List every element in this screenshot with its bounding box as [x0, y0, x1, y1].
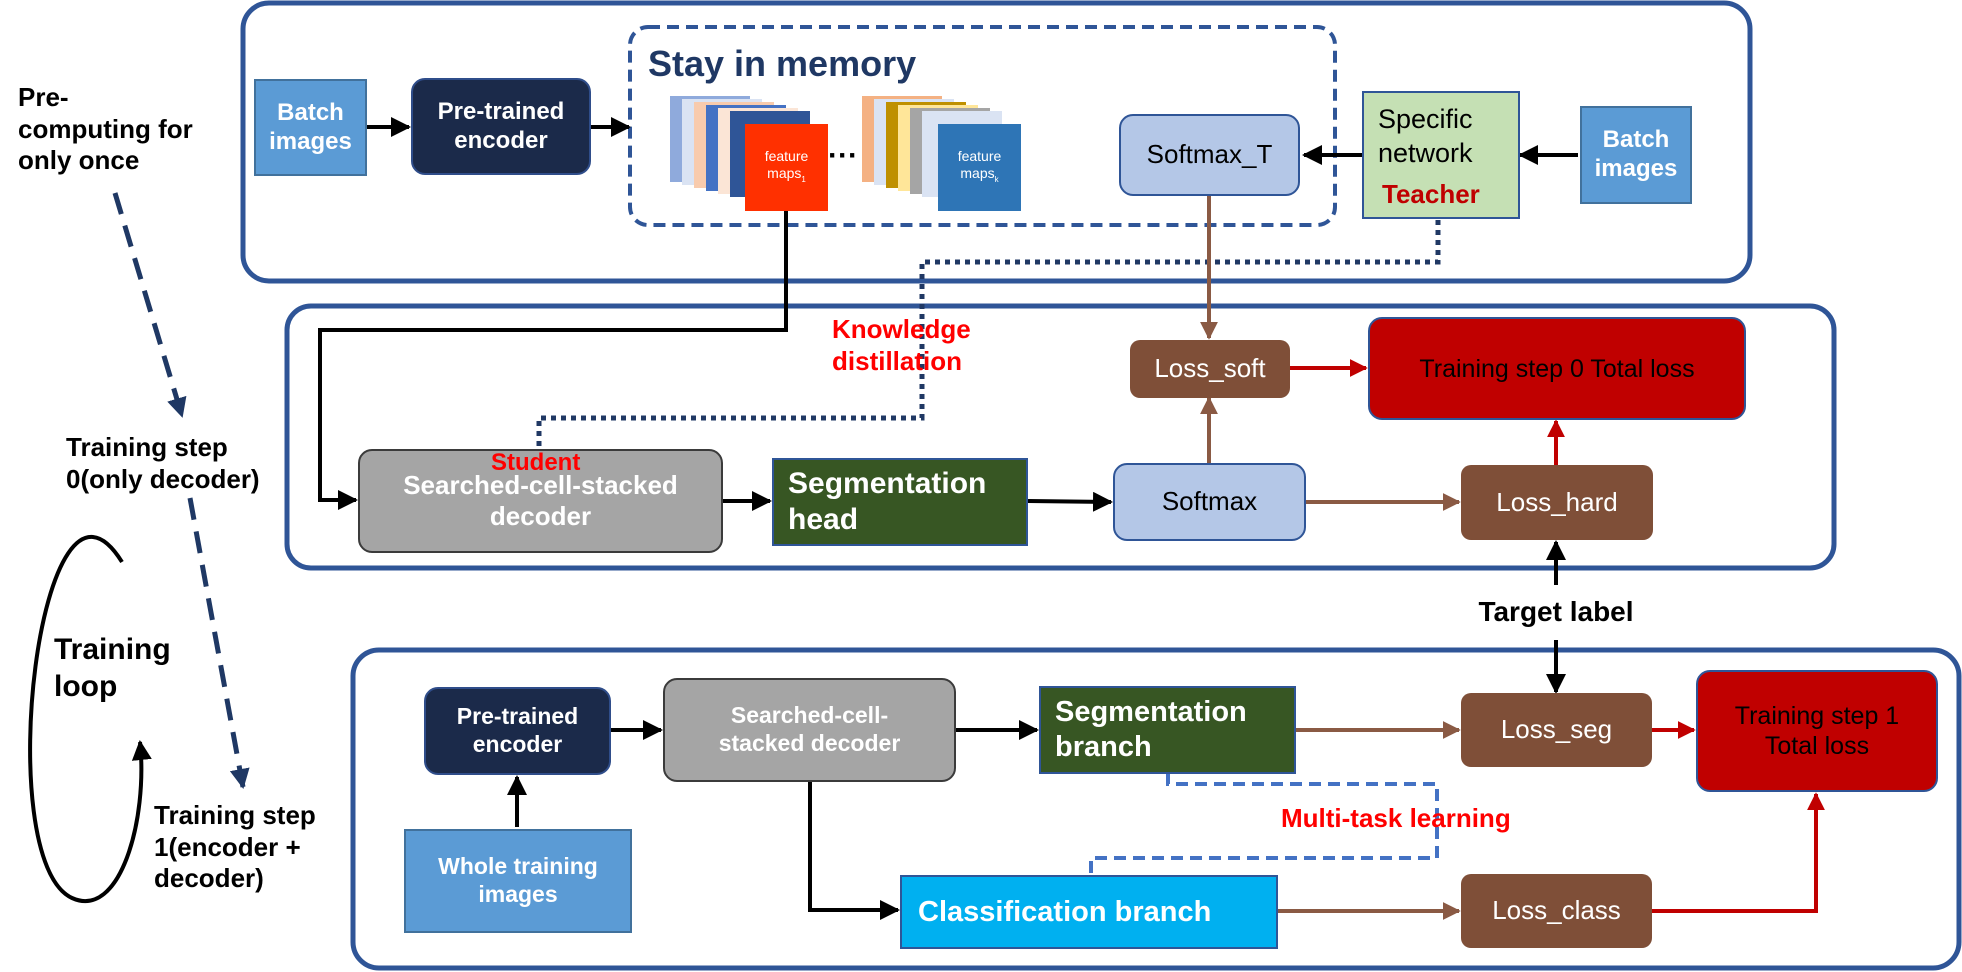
feature-maps-stack-k	[862, 96, 1021, 211]
training-loop-label: Training loop	[54, 633, 171, 703]
knowledge-distillation-label: Knowledge distillation	[832, 314, 971, 376]
teacher-label: Teacher	[1382, 179, 1480, 209]
bottom-panel	[350, 647, 1962, 971]
middle-panel	[284, 303, 1837, 571]
softmax-box: Softmax	[1113, 463, 1306, 541]
arrow-decoder-to-cls-branch	[808, 782, 900, 920]
teacher-network-box: Specific network Teacher	[1362, 91, 1520, 219]
softmax-t-box: Softmax_T	[1119, 114, 1300, 196]
total-loss-step-0-box: Training step 0 Total loss	[1368, 317, 1746, 420]
precompute-to-step0-arrow	[112, 192, 187, 418]
feature-maps-ellipsis: ···	[828, 139, 858, 172]
specific-network-label: Specific network	[1378, 104, 1473, 168]
loss-seg-box: Loss_seg	[1461, 693, 1652, 767]
top-panel	[240, 0, 1753, 284]
whole-training-images-box: Whole training images	[404, 829, 632, 933]
arrow-head-to-softmax	[1027, 491, 1113, 512]
training-step-0-label: Training step 0(only decoder)	[66, 432, 260, 494]
training-loop-curve	[28, 535, 152, 903]
precompute-label: Pre- computing for only once	[18, 82, 193, 176]
feature-maps-stack-1	[670, 96, 828, 211]
knowledge-distillation-link	[536, 220, 1441, 448]
memory-title: Stay in memory	[648, 43, 917, 84]
total-loss-step-1-box: Training step 1 Total loss	[1696, 670, 1938, 792]
multi-task-link	[1089, 773, 1439, 874]
batch-images-right: Batch images	[1580, 106, 1692, 204]
feature-maps-1-label: feature maps1	[764, 148, 809, 184]
loss-hard-box: Loss_hard	[1461, 465, 1653, 540]
pretrained-encoder-top: Pre-trained encoder	[411, 78, 591, 175]
segmentation-branch-box: Segmentation branch	[1039, 686, 1296, 774]
pretrained-encoder-bottom: Pre-trained encoder	[424, 687, 611, 775]
loss-soft-box: Loss_soft	[1130, 340, 1290, 398]
memory-dashed-box	[628, 25, 1337, 227]
feature-maps-k-label: feature mapsk	[957, 148, 1002, 184]
segmentation-head-box: Segmentation head	[772, 458, 1028, 546]
arrow-loss-class-to-total1	[1652, 792, 1825, 913]
target-label: Target label	[1478, 596, 1634, 627]
multi-task-learning-label: Multi-task learning	[1281, 803, 1511, 833]
arrow-featuremaps-to-decoder	[318, 211, 788, 510]
classification-branch-box: Classification branch	[900, 875, 1278, 949]
step0-to-step1-arrow	[187, 497, 250, 789]
student-label: Student	[491, 449, 581, 476]
searched-decoder-student: Searched-cell-stacked decoder	[358, 449, 723, 553]
batch-images-left: Batch images	[254, 79, 367, 176]
training-step-1-label: Training step 1(encoder + decoder)	[154, 800, 316, 894]
searched-decoder-bottom: Searched-cell- stacked decoder	[663, 678, 956, 782]
loss-class-box: Loss_class	[1461, 874, 1652, 948]
